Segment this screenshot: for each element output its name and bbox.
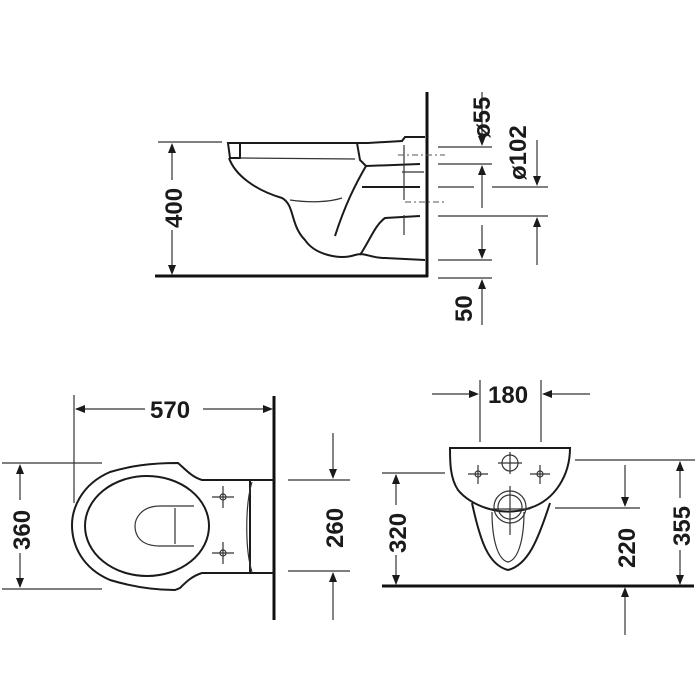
- seat-front: [226, 142, 241, 159]
- bowl-front-pedestal: [471, 502, 551, 572]
- seat-ring: [84, 475, 210, 577]
- dim-400: 400: [161, 188, 188, 228]
- bowl-outline: [228, 157, 426, 261]
- dim-220: 220: [614, 528, 641, 568]
- trapway-outer: [359, 215, 421, 256]
- bowl-outline-top: [70, 461, 251, 592]
- bolt-hole-icon: [212, 486, 234, 508]
- bowl-opening: [134, 505, 194, 547]
- seat-hinge: [356, 142, 421, 168]
- dim-260: 260: [322, 508, 349, 548]
- dim-360: 360: [9, 510, 36, 550]
- bolt-hole-icon: [468, 465, 488, 484]
- dim-570: 570: [150, 397, 190, 424]
- dim-355: 355: [669, 506, 696, 546]
- bolt-hole-icon: [212, 542, 234, 564]
- dim-180: 180: [488, 382, 528, 409]
- bowl-front-top: [448, 447, 572, 513]
- dim-diameter-55: ø55: [469, 97, 496, 138]
- dim-320: 320: [385, 513, 412, 553]
- front-view: 180 320 220 355: [382, 380, 696, 635]
- dim-50: 50: [451, 295, 478, 322]
- dim-diameter-102: ø102: [505, 125, 532, 180]
- trapway-inner: [334, 165, 367, 237]
- top-view: 570 360 260: [2, 395, 350, 620]
- bolt-hole-icon: [530, 465, 550, 484]
- side-view: 400 ø55 ø102 50: [155, 92, 548, 325]
- seat-top: [228, 136, 425, 144]
